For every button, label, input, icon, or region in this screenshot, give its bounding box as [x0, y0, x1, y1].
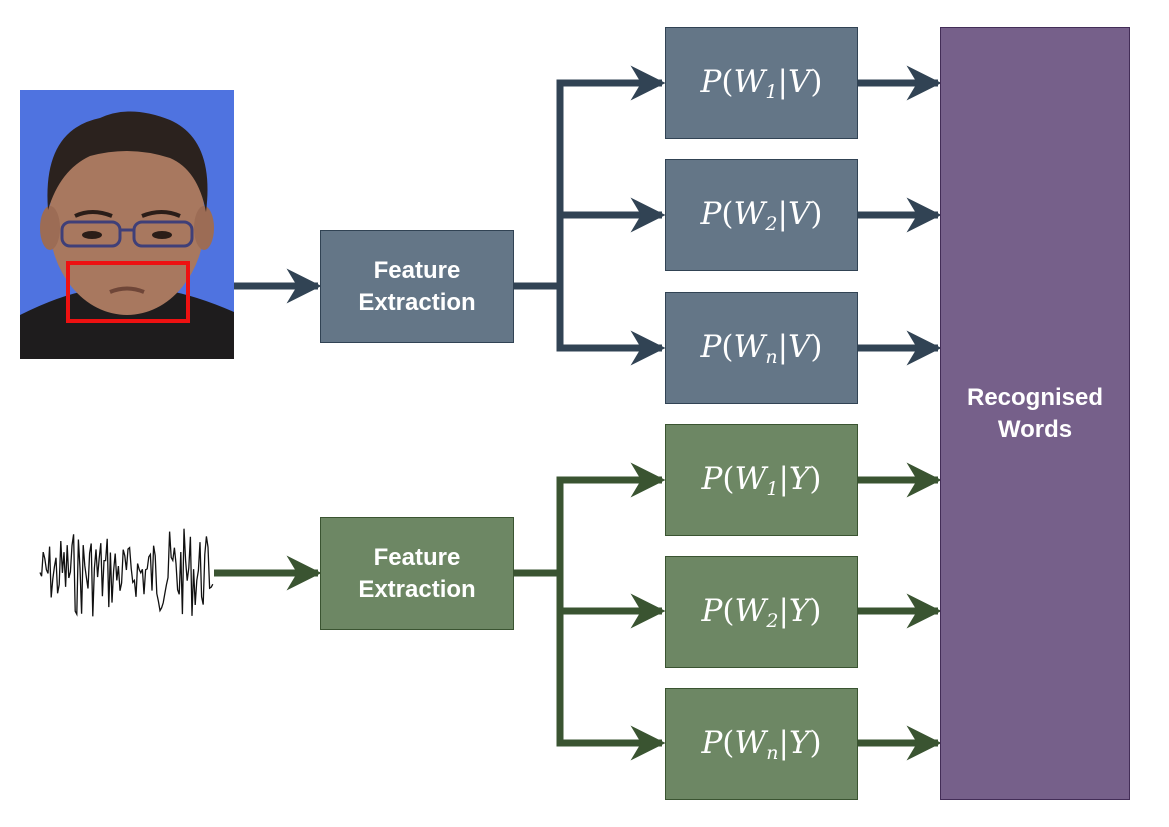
prob-box-w2-y[interactable]: P(W2|Y): [665, 556, 858, 668]
prob-box-w1-v[interactable]: P(W1|V): [665, 27, 858, 139]
prob-box-wn-v[interactable]: P(Wn|V): [665, 292, 858, 404]
prob-formula: P(W2|V): [700, 195, 823, 235]
prob-formula: P(W2|Y): [701, 592, 822, 632]
feature-extraction-audio[interactable]: Feature Extraction: [320, 517, 514, 630]
feature-extraction-visual-label: Feature Extraction: [358, 256, 476, 316]
face-photo: [20, 90, 234, 359]
recognised-words-label: Recognised Words: [966, 383, 1104, 443]
audio-waveform: [39, 528, 214, 617]
prob-formula: P(Wn|Y): [701, 724, 822, 764]
mouth-roi-box: [66, 261, 190, 323]
prob-formula: P(W1|V): [700, 63, 823, 103]
feature-extraction-audio-label: Feature Extraction: [358, 543, 476, 603]
prob-box-wn-y[interactable]: P(Wn|Y): [665, 688, 858, 800]
feature-extraction-visual[interactable]: Feature Extraction: [320, 230, 514, 343]
prob-box-w2-v[interactable]: P(W2|V): [665, 159, 858, 271]
prob-formula: P(W1|Y): [701, 460, 822, 500]
prob-formula: P(Wn|V): [700, 328, 823, 368]
prob-box-w1-y[interactable]: P(W1|Y): [665, 424, 858, 536]
recognised-words-box[interactable]: Recognised Words: [940, 27, 1130, 800]
